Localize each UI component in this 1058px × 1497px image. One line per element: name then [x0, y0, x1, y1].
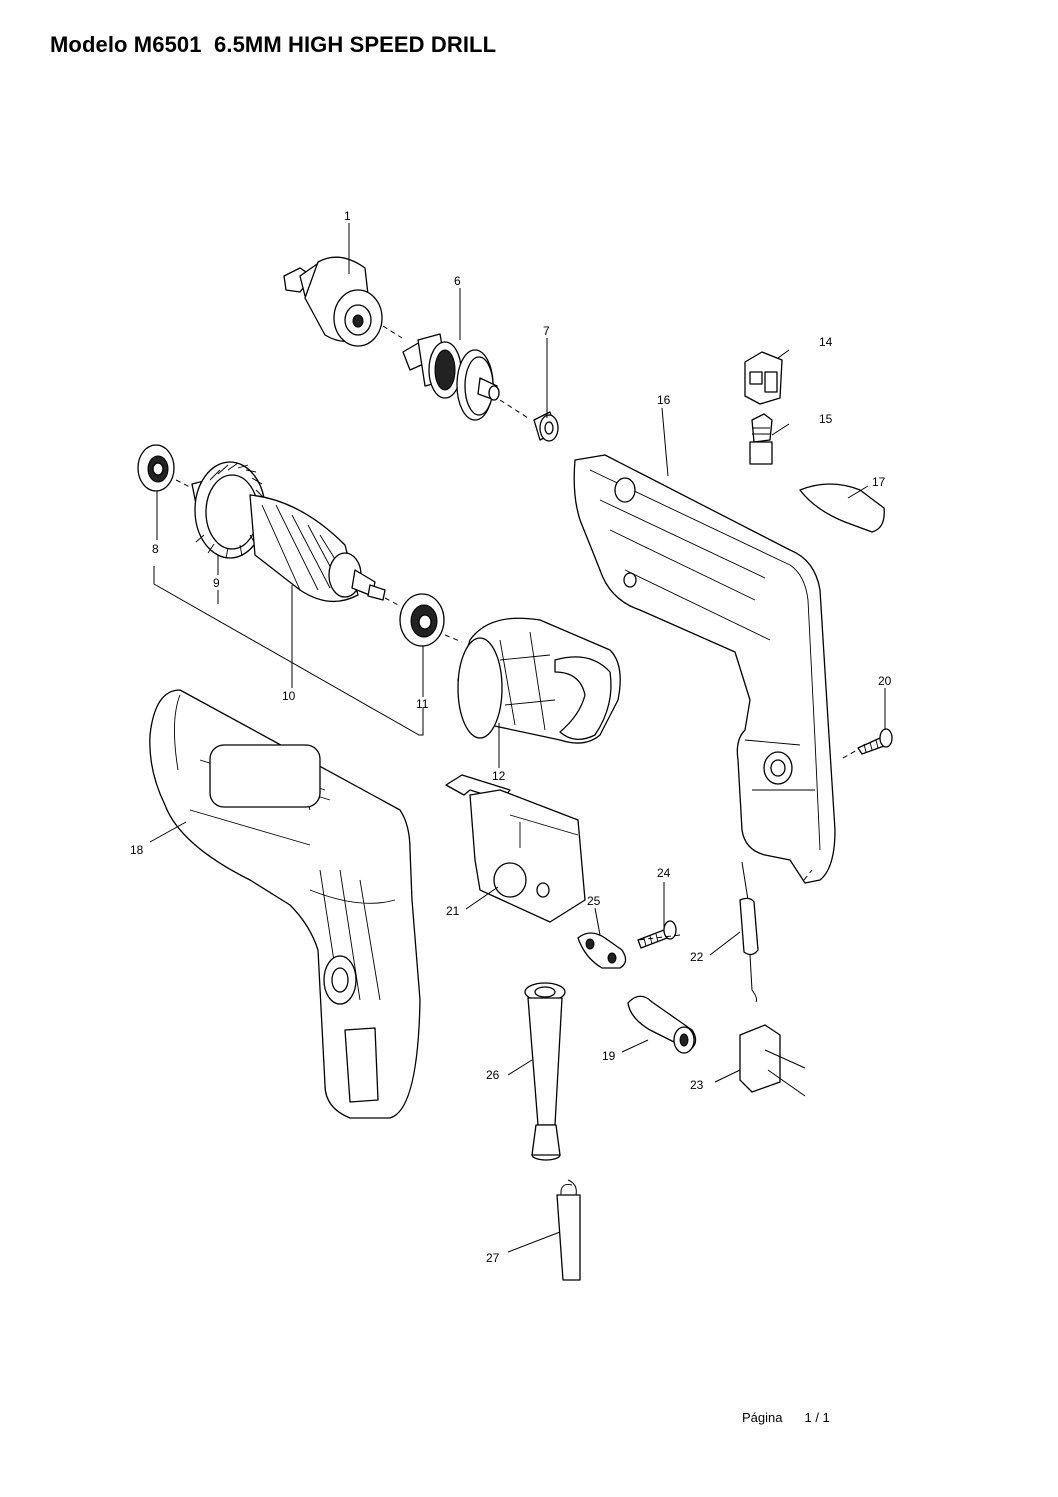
label-part-11: 11 — [416, 697, 429, 711]
part-cover-plate — [799, 483, 885, 533]
part-cord-guard — [524, 982, 566, 1161]
label-part-7: 7 — [543, 324, 550, 338]
footer-label: Página — [742, 1410, 783, 1425]
label-part-1: 1 — [344, 209, 351, 223]
label-part-10: 10 — [282, 689, 296, 703]
part-noise-suppressor — [739, 861, 759, 1003]
part-drill-chuck — [283, 256, 383, 347]
label-part-12: 12 — [492, 769, 506, 783]
label-part-26: 26 — [486, 1068, 500, 1082]
part-switch — [445, 774, 586, 923]
part-screw-24 — [637, 920, 677, 949]
label-part-9: 9 — [213, 576, 220, 590]
label-part-23: 23 — [690, 1078, 704, 1092]
label-part-27: 27 — [486, 1251, 500, 1265]
part-housing-half — [573, 454, 836, 884]
page-footer: Página 1 / 1 — [742, 1410, 830, 1425]
label-part-17: 17 — [872, 475, 886, 489]
label-part-25: 25 — [587, 894, 601, 908]
title-product: 6.5MM HIGH SPEED DRILL — [214, 32, 497, 57]
label-part-21: 21 — [446, 904, 460, 918]
part-armature — [191, 461, 386, 603]
part-capacitor — [739, 1024, 806, 1097]
part-strain-relief — [577, 932, 627, 969]
label-part-22: 22 — [690, 950, 704, 964]
label-part-15: 15 — [819, 412, 833, 426]
label-part-18: 18 — [130, 843, 144, 857]
part-field-stator — [457, 617, 621, 744]
label-part-6: 6 — [454, 274, 461, 288]
footer-page-number: 1 / 1 — [804, 1410, 830, 1425]
part-brush-holder-cap — [744, 351, 783, 405]
part-sleeve — [627, 995, 697, 1054]
part-screw-20 — [857, 728, 893, 755]
label-part-19: 19 — [602, 1049, 616, 1063]
part-carbon-brush — [749, 413, 773, 465]
label-part-8: 8 — [152, 542, 159, 556]
part-bushing — [533, 411, 559, 442]
part-spindle-gear — [402, 333, 500, 421]
label-part-14: 14 — [819, 335, 833, 349]
title-model: Modelo M6501 — [50, 32, 202, 57]
label-part-16: 16 — [657, 393, 671, 407]
label-part-20: 20 — [878, 674, 892, 688]
part-labels: 1 6 7 8 9 10 11 12 14 15 16 17 18 19 20 … — [130, 209, 892, 1265]
part-ball-bearing-8 — [137, 444, 175, 492]
label-part-24: 24 — [657, 866, 671, 880]
assembly-lines — [175, 325, 858, 941]
page-title: Modelo M6501 6.5MM HIGH SPEED DRILL — [50, 32, 496, 58]
leader-lines — [149, 223, 886, 1253]
part-cord — [556, 1179, 581, 1281]
part-housing-assembly — [149, 689, 421, 1119]
part-ball-bearing-11 — [399, 593, 445, 647]
